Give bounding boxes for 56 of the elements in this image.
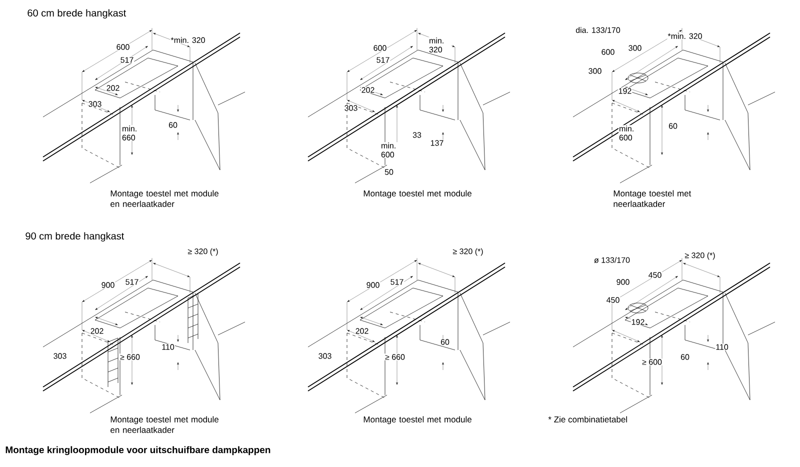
caption-text: Montage toestel met module [364, 190, 472, 198]
footnote-text: * Zie combinatietabel [548, 416, 627, 422]
dimension-label: 60 [440, 338, 450, 346]
dimension-label: 600 [116, 44, 130, 50]
dimension-label: min. 320 [428, 37, 452, 53]
dimension-label: min. 600 [380, 142, 404, 158]
dimension-label: ≥ 320 (*) [187, 248, 219, 256]
dimension-label: 60 [168, 122, 178, 128]
dimension-label: 60 [680, 354, 690, 360]
dimension-label: 600 [600, 48, 616, 56]
dimension-label: 517 [390, 278, 404, 286]
dimension-label: 517 [120, 56, 134, 64]
dimension-label: 33 [412, 132, 422, 138]
title-text: Montage kringloopmodule voor uitschuifbare dampkappen [6, 446, 270, 456]
dimension-label: 900 [616, 278, 630, 286]
dimension-label: 600 [372, 44, 388, 52]
caption-text: Montage toestel met neerlaatkader [614, 190, 692, 207]
dimension-label: 202 [106, 84, 120, 92]
dimension-label: ≥ 320 (*) [684, 252, 716, 260]
dimension-label: 110 [715, 344, 729, 350]
dimension-label: 303 [318, 352, 332, 360]
dimension-label: 303 [344, 104, 358, 112]
dimension-label: 900 [366, 282, 380, 288]
dimension-label: 50 [384, 168, 394, 176]
dimension-label: 60 [668, 122, 678, 130]
dimension-label: 300 [588, 68, 602, 74]
dimension-label: ≥ 660 [120, 354, 140, 360]
section-heading: 60 cm brede hangkast [28, 9, 126, 19]
dimension-label: 517 [376, 56, 390, 64]
dimension-label: 192 [618, 88, 632, 94]
caption-text: Montage toestel met module en neerlaatkader [110, 416, 218, 433]
dimension-label: *min. 320 [667, 32, 703, 40]
dimension-label: 137 [430, 140, 444, 146]
dimension-label: 450 [648, 272, 662, 278]
section-heading: 90 cm brede hangkast [26, 232, 124, 242]
dimension-label: dia. 133/170 [575, 26, 621, 34]
dimension-label: 900 [100, 282, 116, 288]
dimension-label: ø 133/170 [594, 256, 631, 264]
dimension-label: 303 [88, 100, 102, 108]
dimension-label: ≥ 600 [642, 358, 662, 366]
caption-text: Montage toestel met module [364, 416, 472, 424]
dimension-label: 202 [90, 328, 104, 334]
dimension-label: 300 [628, 44, 642, 52]
dimension-label: 202 [360, 86, 376, 94]
dimension-label: 450 [606, 296, 620, 304]
dimension-label: min. 660 [122, 125, 144, 141]
caption-text: Montage toestel met module en neerlaatkader [110, 190, 218, 207]
dimension-label: ≥ 660 [384, 354, 406, 360]
dimension-label: ≥ 320 (*) [452, 248, 484, 256]
dimension-label: 192 [630, 318, 646, 326]
dimension-label: 202 [354, 328, 370, 334]
dimension-label: *min. 320 [170, 36, 206, 44]
dimension-label: 303 [52, 352, 68, 360]
dimension-label: 110 [161, 344, 175, 350]
dimension-label: 517 [124, 278, 140, 286]
dimension-label: min. 600 [618, 125, 642, 141]
